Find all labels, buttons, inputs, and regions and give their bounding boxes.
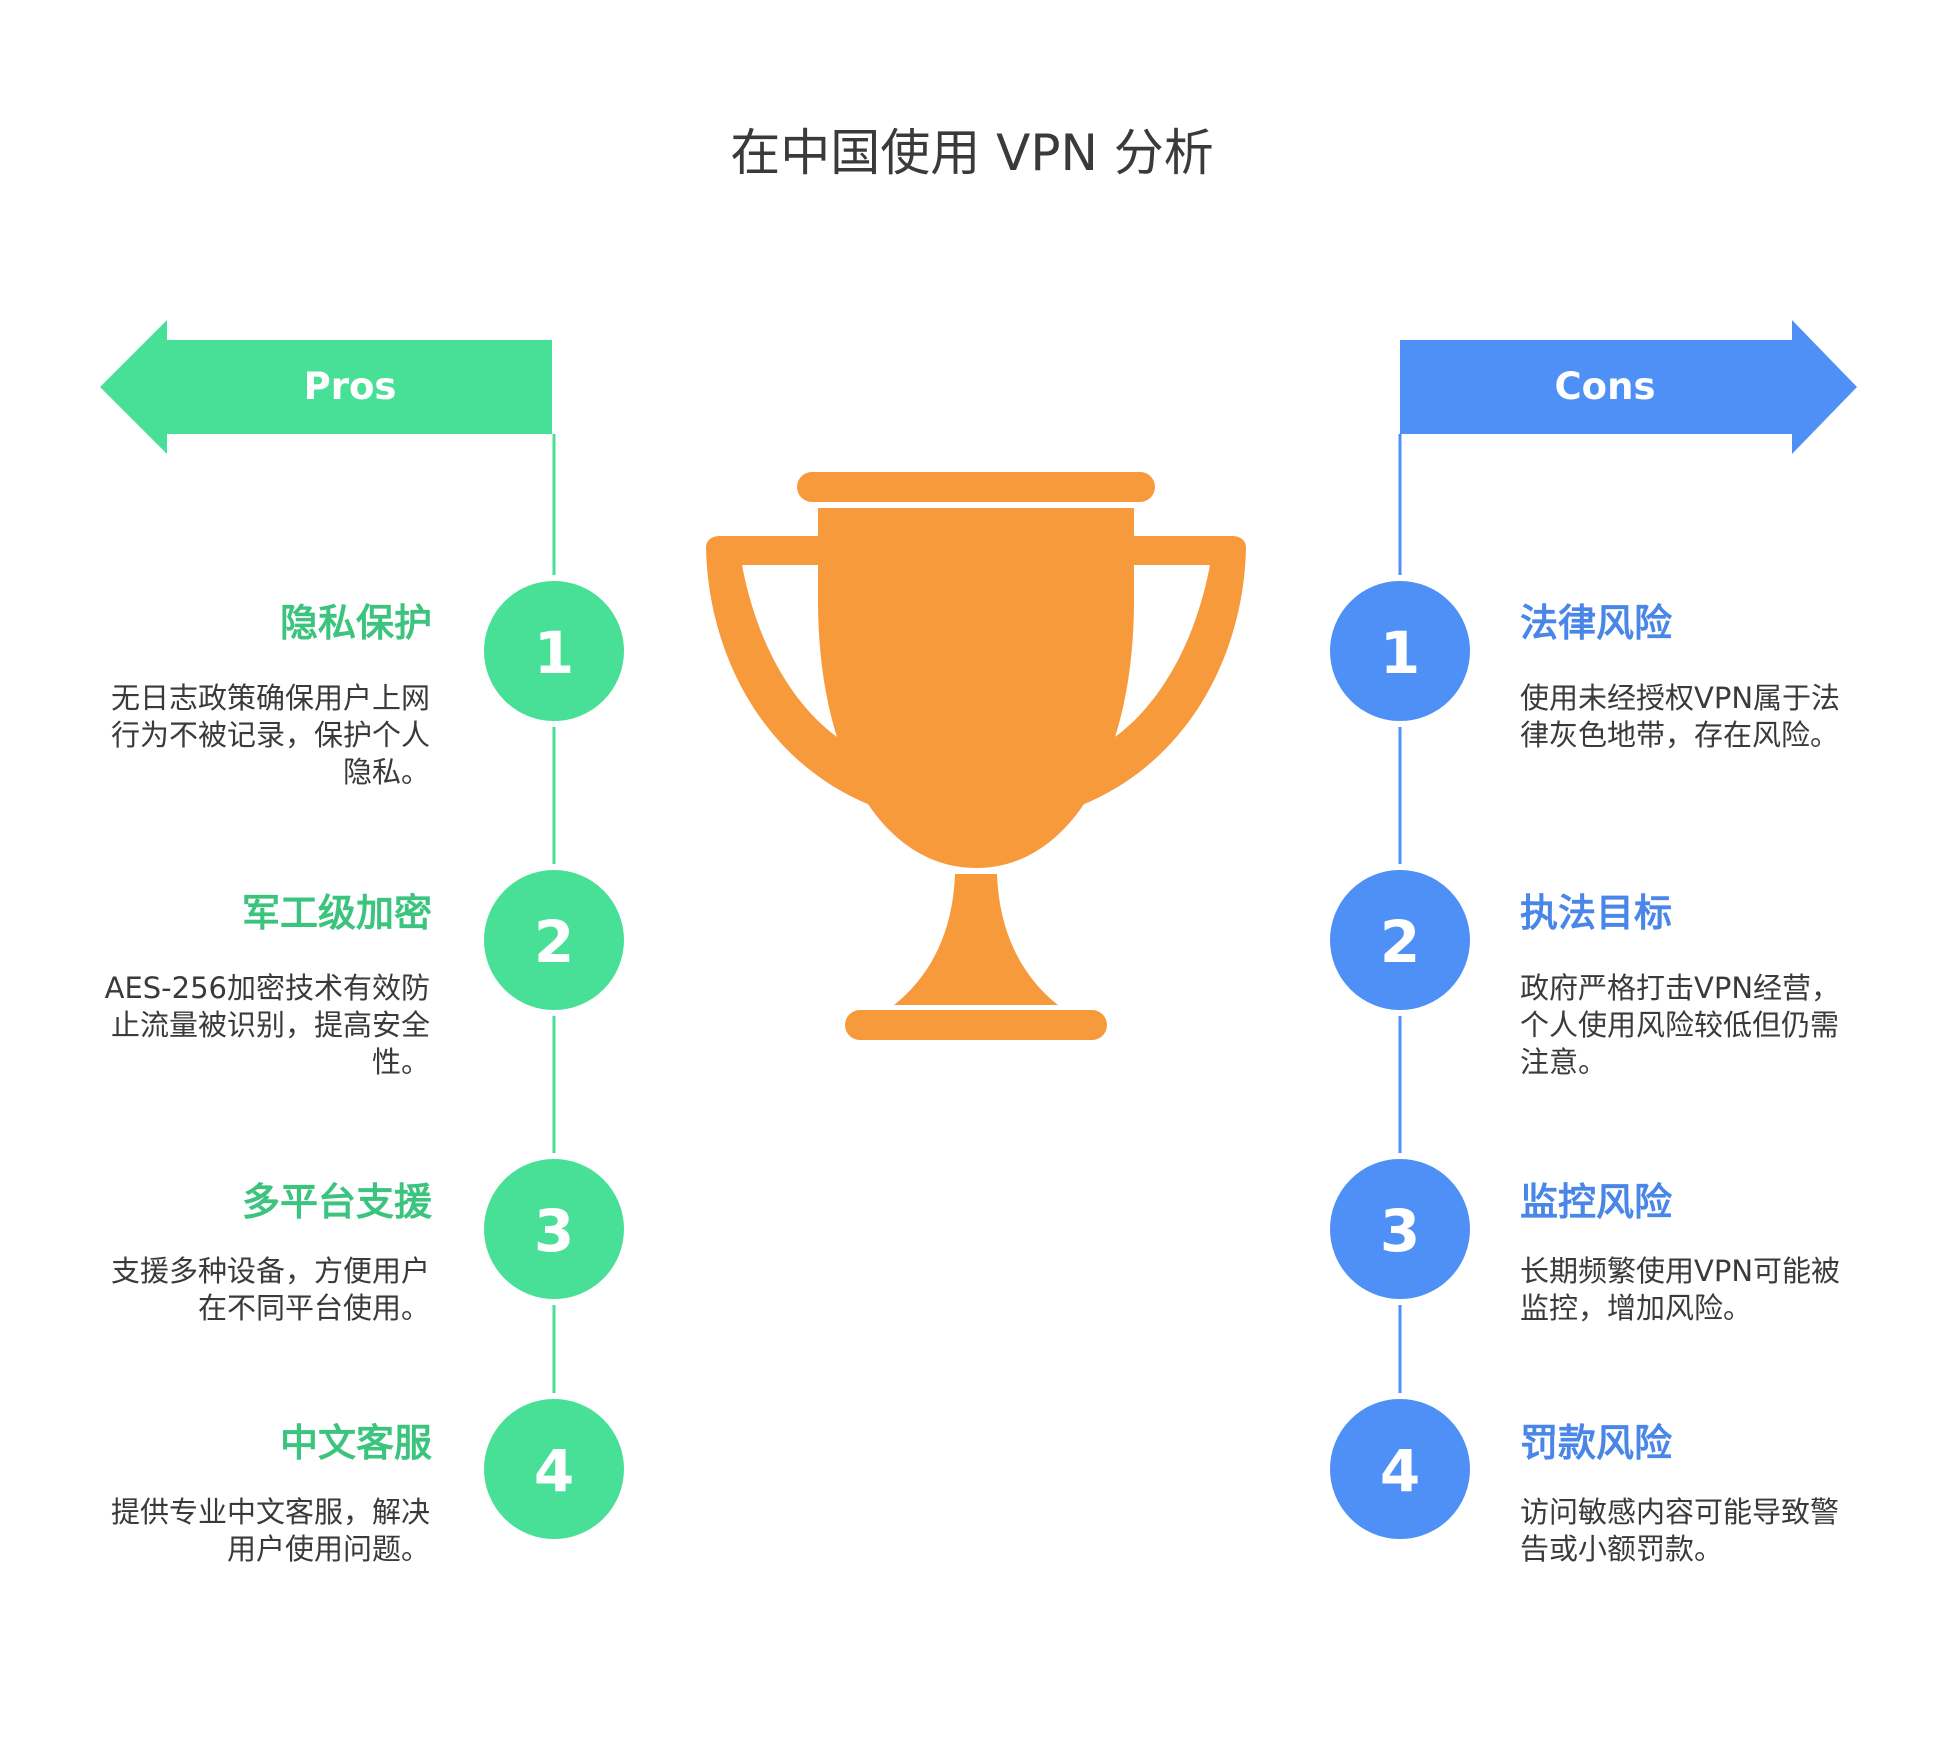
cons-item-4-description: 访问敏感内容可能导致警告或小额罚款。 <box>1520 1495 1840 1566</box>
pros-step-2-circle <box>478 864 630 1016</box>
pros-step-3: 3 <box>478 1153 630 1305</box>
pros-header-label: Pros <box>304 365 397 408</box>
cons-step-4: 4 <box>1324 1393 1476 1545</box>
pros-item-1-title: 隐私保护 <box>279 601 432 645</box>
cons-item-4-title: 罚款风险 <box>1520 1421 1673 1465</box>
cons-item-2-description: 政府严格打击VPN经营，个人使用风险较低但仍需注意。 <box>1520 971 1841 1079</box>
cons-step-2-circle <box>1324 864 1476 1016</box>
pros-item-4-description: 提供专业中文客服，解决用户使用问题。 <box>110 1495 430 1566</box>
page-title: 在中国使用 VPN 分析 <box>730 124 1214 182</box>
cons-item-1-title: 法律风险 <box>1520 601 1673 645</box>
pros-step-3-number: 3 <box>534 1197 574 1265</box>
pros-item-1-description: 无日志政策确保用户上网行为不被记录，保护个人隐私。 <box>110 681 430 789</box>
pros-step-4-number: 4 <box>534 1437 574 1505</box>
trophy-cup <box>818 508 1134 868</box>
trophy-left-handle <box>706 536 870 805</box>
pros-step-1-number: 1 <box>534 619 574 687</box>
cons-step-2-number: 2 <box>1380 908 1420 976</box>
trophy-right-handle <box>1082 536 1246 805</box>
trophy-icon <box>706 472 1246 1040</box>
cons-item-3-title: 监控风险 <box>1520 1180 1673 1224</box>
trophy-base <box>845 1010 1107 1040</box>
cons-header-label: Cons <box>1555 365 1656 408</box>
cons-step-4-number: 4 <box>1380 1437 1420 1505</box>
pros-header-arrow <box>100 320 552 454</box>
pros-step-1-circle <box>478 575 630 727</box>
pros-item-3-title: 多平台支援 <box>241 1180 432 1224</box>
pros-step-4-circle <box>478 1393 630 1545</box>
pros-step-3-circle <box>478 1153 630 1305</box>
pros-step-2: 2 <box>478 864 630 1016</box>
pros-step-1: 1 <box>478 575 630 727</box>
cons-step-1-number: 1 <box>1380 619 1420 687</box>
cons-step-1: 1 <box>1324 575 1476 727</box>
cons-header-arrow <box>1400 320 1857 454</box>
cons-step-2: 2 <box>1324 864 1476 1016</box>
pros-item-2-description: AES-256加密技术有效防止流量被识别，提高安全性。 <box>104 971 430 1079</box>
pros-step-2-number: 2 <box>534 908 574 976</box>
cons-item-3-description: 长期频繁使用VPN可能被监控，增加风险。 <box>1520 1254 1841 1325</box>
cons-step-3: 3 <box>1324 1153 1476 1305</box>
cons-step-3-number: 3 <box>1380 1197 1420 1265</box>
pros-step-4: 4 <box>478 1393 630 1545</box>
trophy-stem <box>894 874 1058 1005</box>
cons-item-1-description: 使用未经授权VPN属于法律灰色地带，存在风险。 <box>1520 681 1841 752</box>
cons-step-4-circle <box>1324 1393 1476 1545</box>
pros-item-2-title: 军工级加密 <box>241 891 432 935</box>
cons-step-1-circle <box>1324 575 1476 727</box>
cons-step-3-circle <box>1324 1153 1476 1305</box>
cons-item-2-title: 执法目标 <box>1520 891 1673 935</box>
pros-item-3-description: 支援多种设备，方便用户在不同平台使用。 <box>110 1254 430 1325</box>
trophy-rim <box>797 472 1155 502</box>
pros-item-4-title: 中文客服 <box>279 1421 432 1465</box>
